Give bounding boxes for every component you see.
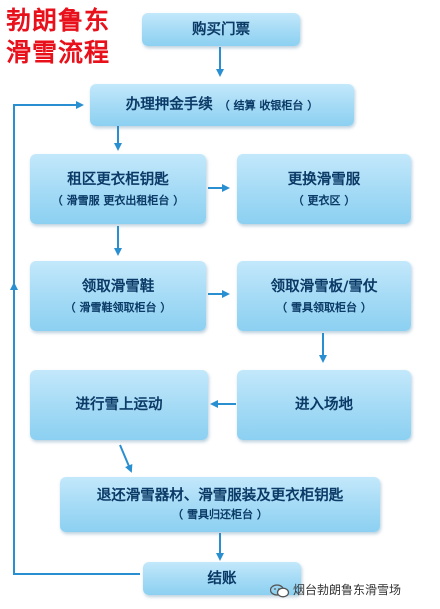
step-deposit: 办理押金手续 （ 结算 收银柜台 ） — [90, 84, 354, 126]
title-line-1: 勃朗鲁东 — [6, 6, 111, 35]
step-locker-rental: 租区更衣柜钥匙 （ 滑雪服 更衣出租柜台 ） — [30, 154, 206, 224]
step-return-items: 退还滑雪器材、滑雪服装及更衣柜钥匙 （ 雪具归还柜台 ） — [60, 477, 380, 532]
step-sublabel: （ 滑雪鞋领取柜台 ） — [64, 300, 172, 314]
step-label: 进入场地 — [295, 397, 353, 413]
step-sublabel: （ 更衣区 ） — [292, 193, 356, 207]
step-checkout: 结账 — [143, 562, 301, 595]
step-buy-ticket: 购买门票 — [142, 13, 300, 46]
step-label: 退还滑雪器材、滑雪服装及更衣柜钥匙 — [96, 488, 344, 504]
step-get-boots: 领取滑雪鞋 （ 滑雪鞋领取柜台 ） — [30, 261, 206, 331]
step-sublabel: （ 滑雪服 更衣出租柜台 ） — [51, 193, 185, 207]
step-label: 进行雪上运动 — [75, 397, 163, 413]
step-label: 租区更衣柜钥匙 — [67, 171, 169, 188]
step-enter-area: 进入场地 — [237, 370, 411, 440]
step-label: 购买门票 — [192, 21, 250, 38]
step-label: 更换滑雪服 — [287, 171, 361, 188]
watermark-text: 烟台勃朗鲁东滑雪场 — [293, 583, 402, 597]
step-sublabel: （ 雪具领取柜台 ） — [276, 300, 372, 314]
title-line-2: 滑雪流程 — [6, 38, 111, 67]
step-sublabel: （ 结算 收银柜台 ） — [218, 99, 319, 112]
step-sublabel: （ 雪具归还柜台 ） — [172, 508, 268, 521]
watermark: 烟台勃朗鲁东滑雪场 — [270, 581, 401, 598]
step-ski-activity: 进行雪上运动 — [30, 370, 208, 440]
step-label: 办理押金手续 — [125, 97, 213, 113]
step-change-clothes: 更换滑雪服 （ 更衣区 ） — [237, 154, 411, 224]
step-get-skis: 领取滑雪板/雪仗 （ 雪具领取柜台 ） — [237, 261, 411, 331]
arrow-loop-back — [13, 101, 140, 575]
step-label: 结账 — [207, 570, 237, 587]
arrow-activity-to-return — [119, 444, 133, 473]
wechat-icon — [270, 583, 290, 597]
step-label: 领取滑雪鞋 — [81, 278, 155, 295]
step-label: 领取滑雪板/雪仗 — [270, 278, 378, 295]
